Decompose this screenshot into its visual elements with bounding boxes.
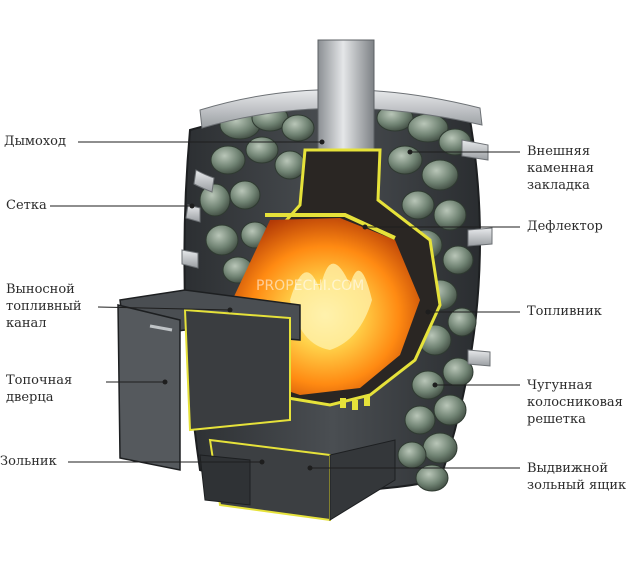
label-fuel-channel: Выносной топливный канал <box>6 282 82 331</box>
label-firebox: Топливник <box>527 304 602 319</box>
label-chimney: Дымоход <box>4 134 67 149</box>
cast-iron-grate <box>340 396 370 410</box>
chimney-pipe <box>317 39 375 159</box>
firebox-door-panel <box>117 304 181 471</box>
ash-drawer-box <box>199 438 396 522</box>
right-leaders <box>307 149 520 471</box>
label-deflector: Дефлектор <box>527 219 603 234</box>
label-outer-stone: Внешняя каменная закладка <box>527 144 594 193</box>
label-ash-drawer: Выдвижной зольный ящик <box>527 461 627 493</box>
stone-layer <box>199 104 477 492</box>
label-mesh: Сетка <box>6 198 47 213</box>
label-ash-pit: Зольник <box>0 454 57 469</box>
left-leaders <box>50 139 325 465</box>
watermark-text: PROPECHI.COM <box>256 278 364 294</box>
deflector-plate <box>265 213 396 240</box>
label-firebox-door: Топочная дверца <box>6 373 73 405</box>
leader-fuel-channel <box>97 306 231 311</box>
mesh-rings <box>181 89 493 367</box>
label-grate: Чугунная колосниковая решетка <box>527 378 623 427</box>
